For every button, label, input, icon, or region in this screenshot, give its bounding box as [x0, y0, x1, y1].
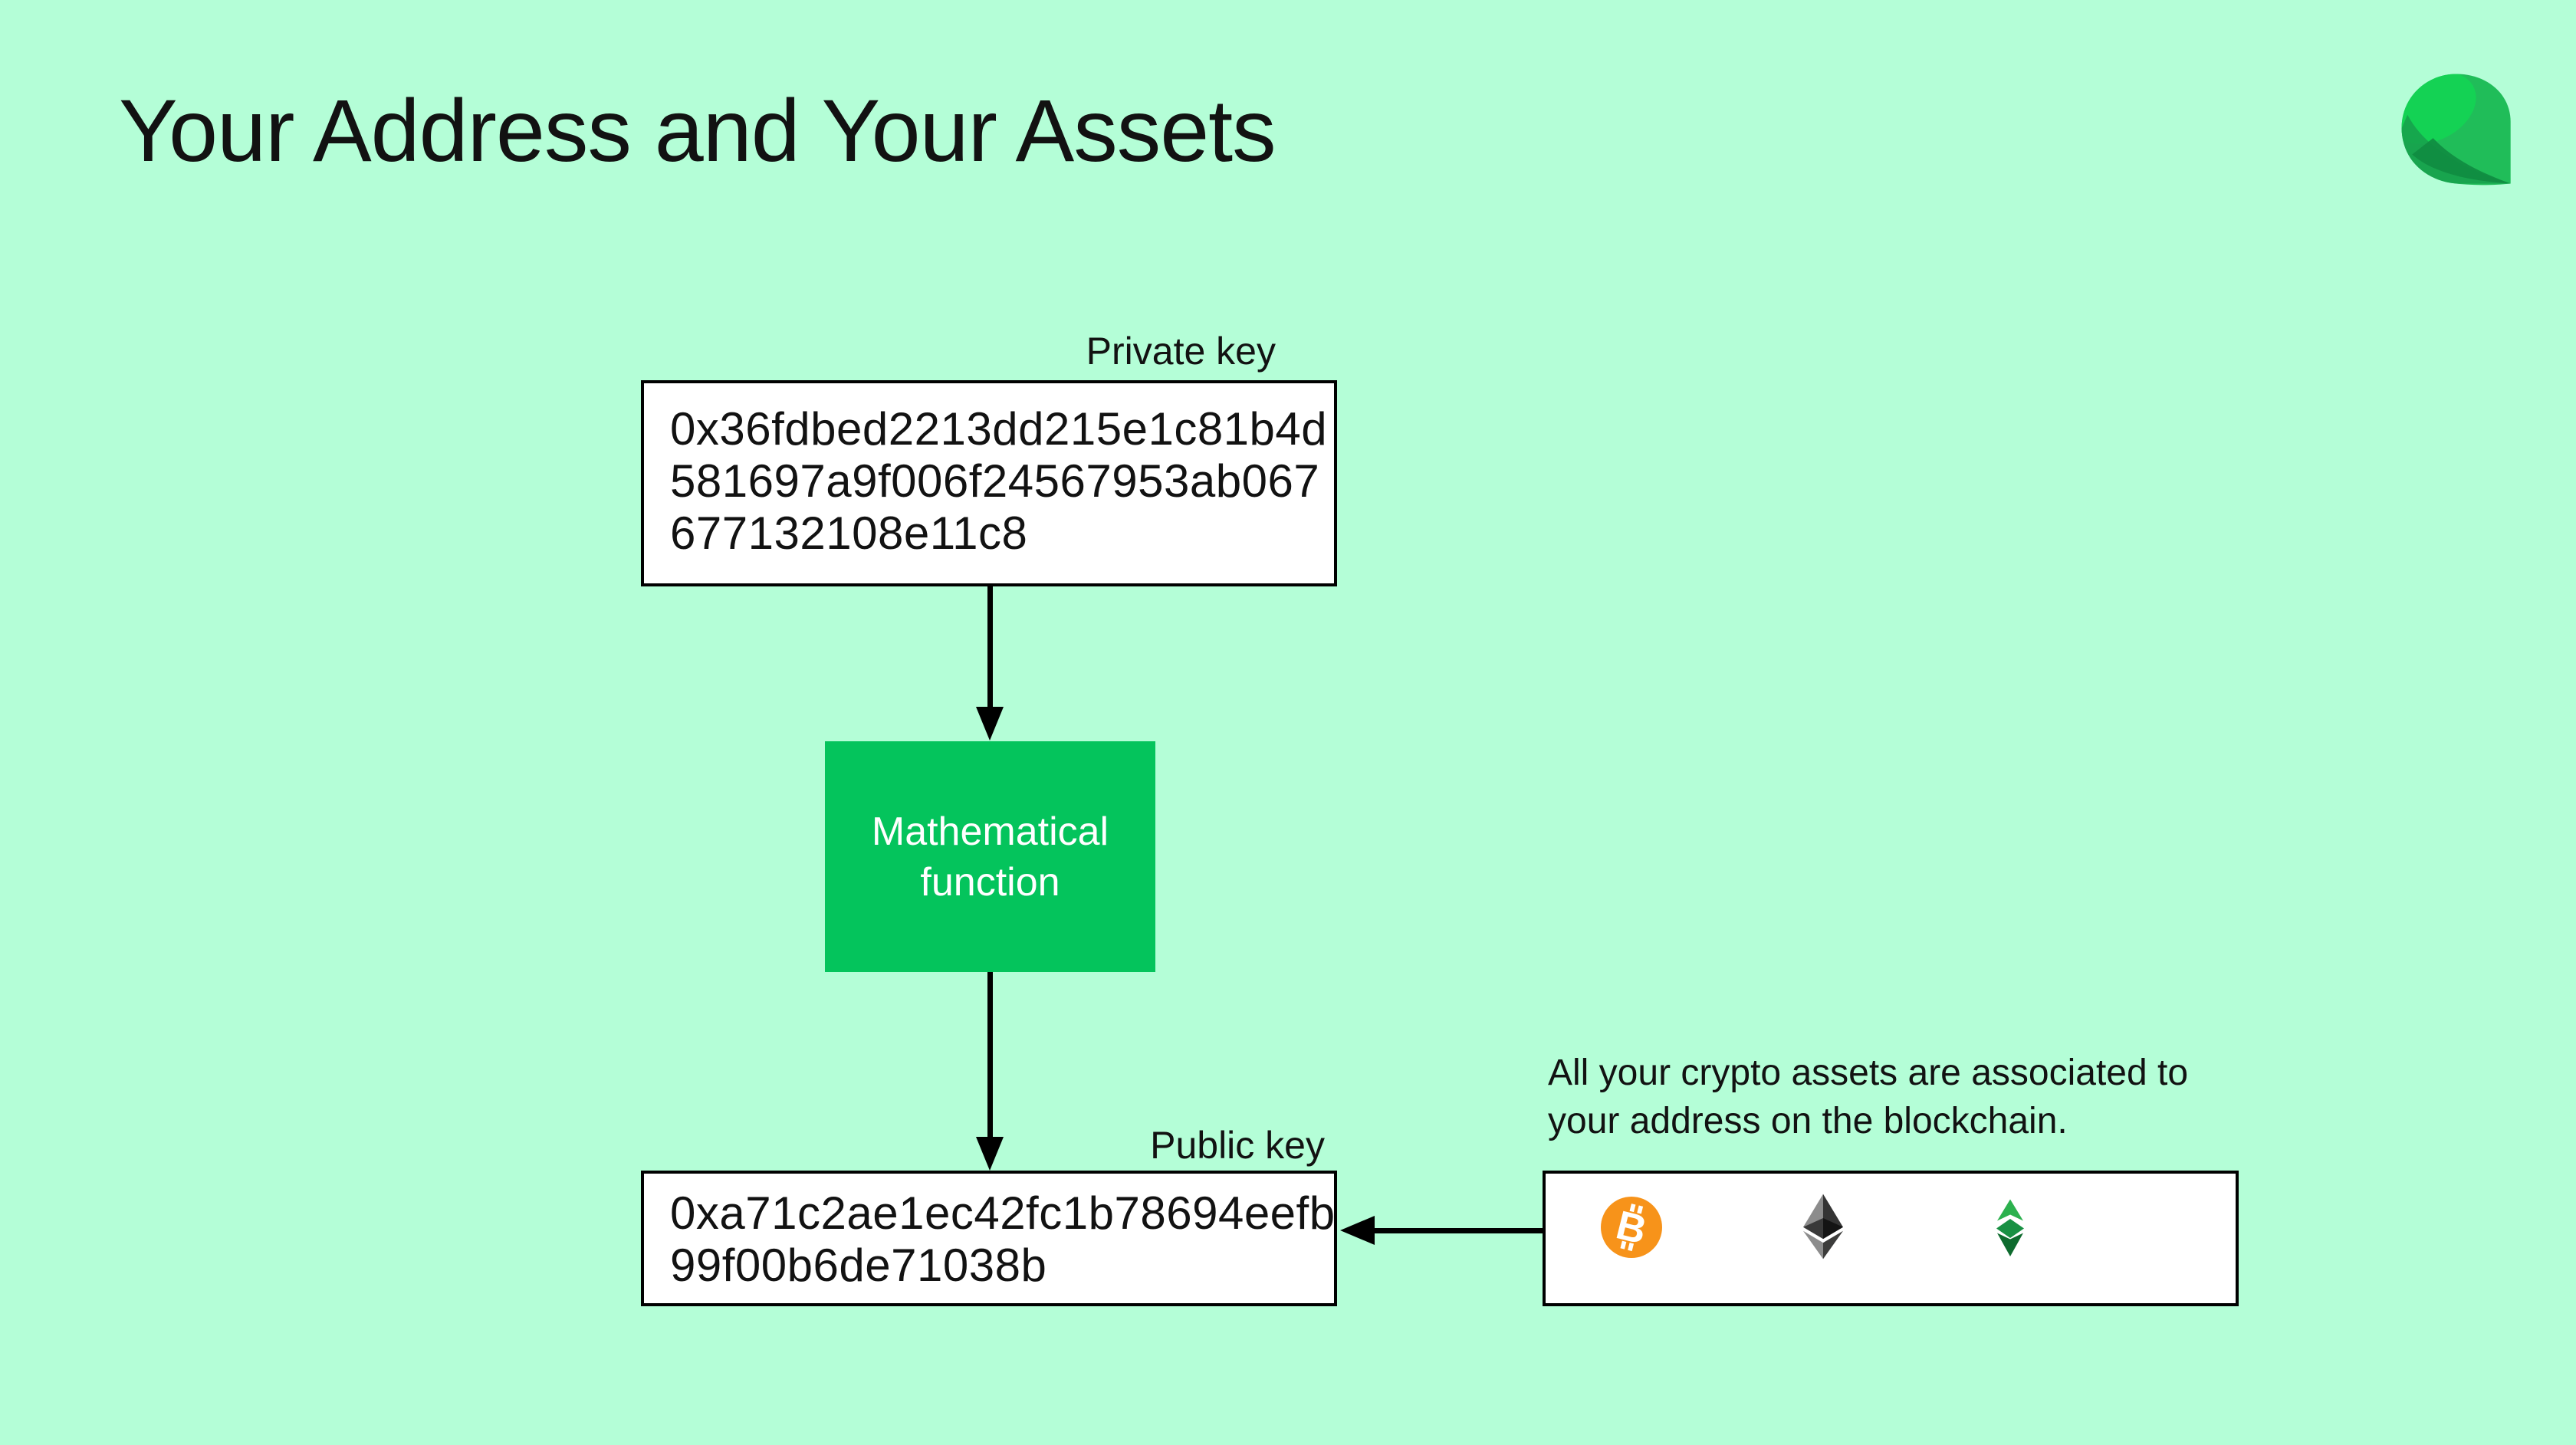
arrow-down-line-1: [987, 586, 993, 711]
arrow-left-head-icon: [1340, 1216, 1375, 1245]
private-key-line: 581697a9f006f24567953ab067: [670, 455, 1320, 507]
public-key-line: 0xa71c2ae1ec42fc1b78694eefb: [670, 1187, 1336, 1239]
emerald-logo-icon: [2398, 71, 2515, 187]
public-key-box: 0xa71c2ae1ec42fc1b78694eefb 99f00b6de710…: [641, 1171, 1337, 1306]
public-key-label: Public key: [1150, 1124, 1325, 1167]
private-key-line: 677132108e11c8: [670, 507, 1028, 559]
crypto-assets-box: B: [1543, 1171, 2239, 1306]
arrow-down-head-icon-2: [976, 1137, 1004, 1171]
page-title: Your Address and Your Assets: [119, 82, 1276, 180]
private-key-label: Private key: [1086, 330, 1276, 373]
private-key-box: 0x36fdbed2213dd215e1c81b4d 581697a9f006f…: [641, 380, 1337, 586]
bitcoin-icon: B: [1601, 1197, 1662, 1258]
arrow-down-head-icon-1: [976, 707, 1004, 741]
ethereum-classic-icon: [1991, 1196, 2029, 1260]
mathematical-function-box: Mathematical function: [825, 741, 1155, 972]
ethereum-icon: [1803, 1194, 1843, 1259]
function-box-line: function: [920, 859, 1060, 905]
private-key-line: 0x36fdbed2213dd215e1c81b4d: [670, 403, 1328, 455]
function-box-line: Mathematical: [871, 809, 1109, 854]
assets-note-line: your address on the blockchain.: [1548, 1101, 2068, 1141]
arrow-left-line: [1375, 1228, 1543, 1233]
public-key-line: 99f00b6de71038b: [670, 1240, 1047, 1291]
arrow-down-line-2: [987, 972, 993, 1140]
assets-note: All your crypto assets are associated to…: [1548, 1049, 2188, 1145]
assets-note-line: All your crypto assets are associated to: [1548, 1053, 2189, 1093]
emerald-gem-icon: [2401, 74, 2511, 186]
